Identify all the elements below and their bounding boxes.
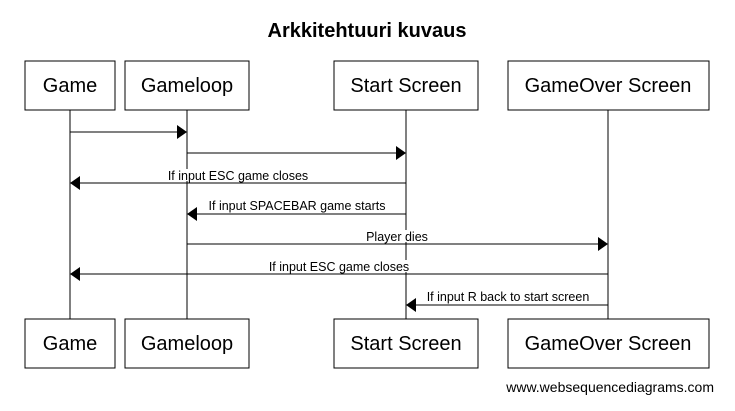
arrowhead — [177, 125, 187, 139]
arrowhead — [598, 237, 608, 251]
message-label: Player dies — [366, 230, 428, 244]
message-6: If input ESC game closes — [70, 260, 608, 281]
message-5: Player dies — [187, 230, 608, 251]
message-label: If input ESC game closes — [269, 260, 409, 274]
message-1 — [70, 125, 187, 139]
participant-top-game: Game — [24, 60, 116, 111]
participant-bottom-game: Game — [24, 318, 116, 369]
participant-label: GameOver Screen — [525, 75, 692, 97]
participant-label: Game — [43, 75, 97, 97]
diagram-title: Arkkitehtuuri kuvaus — [268, 20, 467, 42]
participant-label: Gameloop — [141, 75, 233, 97]
arrowhead — [70, 176, 80, 190]
participant-label: GameOver Screen — [525, 333, 692, 355]
participant-top-start-screen: Start Screen — [333, 60, 479, 111]
message-label: If input R back to start screen — [427, 290, 590, 304]
participant-bottom-start-screen: Start Screen — [333, 318, 479, 369]
participant-top-gameover-screen: GameOver Screen — [507, 60, 710, 111]
message-4: If input SPACEBAR game starts — [187, 199, 406, 221]
participant-bottom-gameover-screen: GameOver Screen — [507, 318, 710, 369]
message-7: If input R back to start screen — [406, 290, 608, 312]
participant-label: Start Screen — [350, 333, 461, 355]
arrowhead — [396, 146, 406, 160]
message-3: If input ESC game closes — [70, 169, 406, 190]
participant-top-gameloop: Gameloop — [124, 60, 250, 111]
message-2 — [187, 146, 406, 160]
message-label: If input SPACEBAR game starts — [209, 199, 386, 213]
participant-label: Start Screen — [350, 75, 461, 97]
message-label: If input ESC game closes — [168, 169, 308, 183]
arrowhead — [187, 207, 197, 221]
watermark-text: www.websequencediagrams.com — [505, 379, 714, 395]
participant-bottom-gameloop: Gameloop — [124, 318, 250, 369]
participant-label: Game — [43, 333, 97, 355]
arrowhead — [70, 267, 80, 281]
arrowhead — [406, 298, 416, 312]
participant-label: Gameloop — [141, 333, 233, 355]
